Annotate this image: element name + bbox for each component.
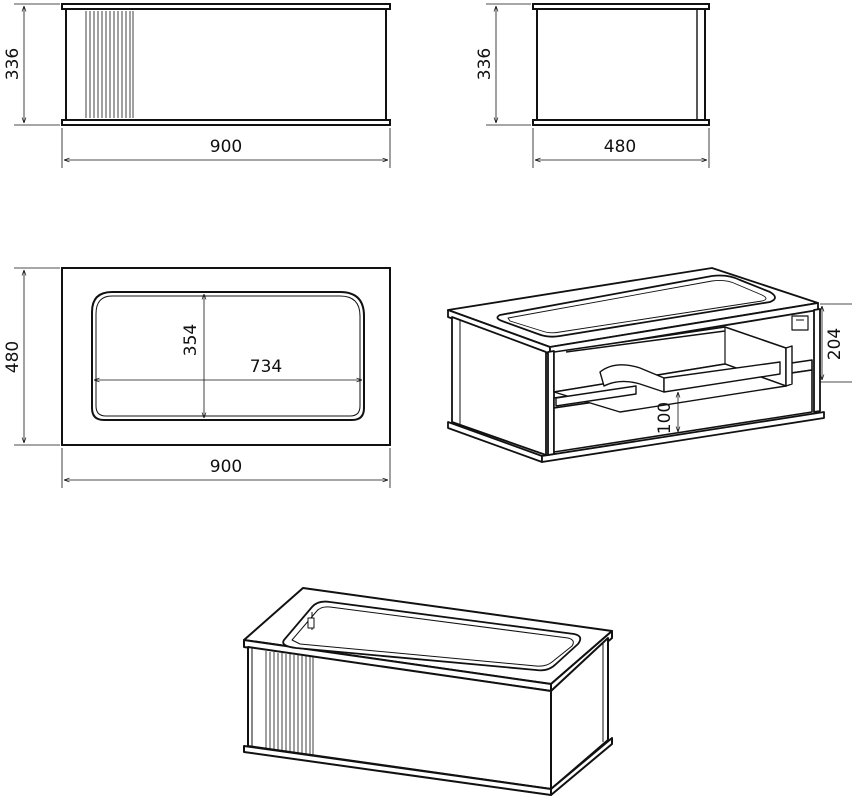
side-view: 336 480 [475, 3, 710, 168]
top-depth-label: 480 [3, 341, 23, 373]
drawer-inner-label: 100 [655, 402, 675, 434]
front-height-dimension [14, 3, 60, 126]
closed-cabinet-view [243, 587, 613, 796]
side-depth-dimension [532, 128, 710, 168]
side-height-label: 336 [475, 48, 495, 80]
side-depth-label: 480 [604, 137, 636, 157]
top-width-label: 900 [210, 457, 242, 477]
front-width-label: 900 [210, 137, 242, 157]
top-depth-dimension [14, 267, 60, 446]
top-inner-height-label: 354 [181, 324, 201, 356]
front-height-label: 336 [3, 48, 23, 80]
closed-fluted-panel [265, 651, 314, 755]
drawer-height-label: 204 [825, 328, 845, 360]
front-fluted-panel [85, 11, 134, 118]
top-view: 354 734 480 900 [3, 267, 391, 488]
open-drawer-view [447, 267, 852, 463]
side-height-dimension [486, 3, 531, 126]
drawer-height-dimension [820, 303, 852, 383]
front-view: 336 900 [3, 3, 391, 168]
top-inner-width-label: 734 [250, 357, 282, 377]
top-width-dimension [61, 448, 391, 488]
front-width-dimension [61, 128, 391, 168]
